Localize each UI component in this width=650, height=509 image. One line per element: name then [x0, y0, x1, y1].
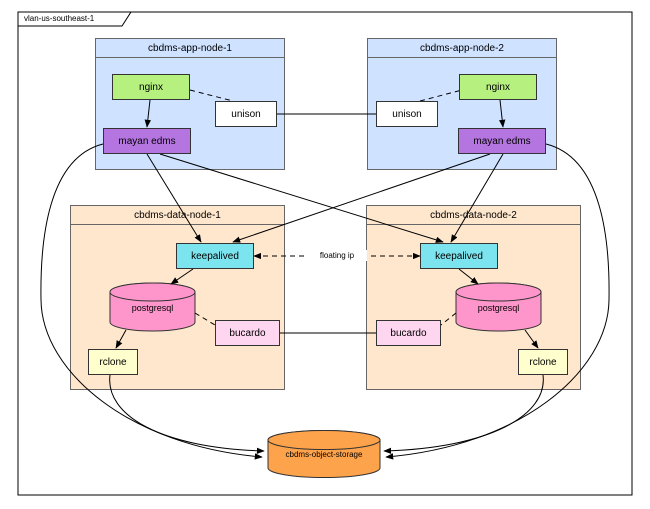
edge-mayan1-keepalived1	[146, 153, 202, 243]
node-rclone-2: rclone	[518, 349, 568, 375]
group-title-app-node-1: cbdms-app-node-1	[96, 39, 284, 58]
vlan-frame	[17, 11, 633, 496]
node-postgresql-2-label: postgresql	[477, 303, 520, 313]
postgresql-1-cylinder-top	[109, 282, 196, 302]
node-unison-1: unison	[215, 101, 277, 127]
edge-postgresql1-bucardo1	[194, 312, 216, 326]
edge-mayan2-keepalived1	[232, 153, 491, 243]
node-mayan-edms-1: mayan edms	[103, 128, 191, 154]
node-bucardo-2: bucardo	[376, 320, 441, 346]
edge-nginx1-mayan1	[144, 99, 151, 128]
edge-postgresql1-rclone1	[115, 329, 127, 349]
floating-ip-label: floating ip	[307, 250, 367, 261]
edge-rclone1-object-storage	[109, 374, 265, 454]
node-nginx-2: nginx	[459, 74, 537, 100]
edge-mayan1-keepalived2	[159, 153, 444, 243]
node-object-storage-label: cbdms-object-storage	[285, 450, 363, 459]
edge-mayan2-keepalived2	[450, 153, 504, 243]
node-keepalived-1: keepalived	[176, 243, 254, 269]
node-rclone-1: rclone	[88, 349, 138, 375]
vlan-label: vlan-us-southeast-1	[24, 14, 95, 23]
edge-postgresql2-rclone2	[524, 329, 539, 349]
node-bucardo-1: bucardo	[215, 320, 280, 346]
node-unison-2: unison	[376, 101, 438, 127]
edge-unison2-nginx2	[419, 89, 463, 102]
node-nginx-1: nginx	[112, 74, 190, 100]
edge-rclone2-object-storage	[383, 374, 544, 454]
group-title-app-node-2: cbdms-app-node-2	[368, 39, 556, 58]
postgresql-2-cylinder-top	[455, 282, 542, 302]
object-storage-cylinder-top	[267, 430, 381, 450]
edge-nginx1-unison1	[189, 89, 234, 102]
group-title-data-node-1: cbdms-data-node-1	[71, 206, 284, 225]
edge-postgresql2-bucardo2	[440, 312, 457, 326]
node-postgresql-1-label: postgresql	[131, 303, 174, 313]
node-mayan-edms-2: mayan edms	[458, 128, 546, 154]
edge-mayan1-object-storage	[40, 143, 263, 460]
vlan-frame-tab	[17, 11, 132, 27]
edge-keepalived2-postgresql2	[458, 268, 479, 285]
node-keepalived-2: keepalived	[420, 243, 498, 269]
edge-keepalived1-postgresql1	[170, 268, 194, 285]
edge-nginx2-mayan2	[499, 99, 506, 128]
edge-mayan2-object-storage	[385, 143, 610, 460]
group-title-data-node-2: cbdms-data-node-2	[367, 206, 580, 225]
